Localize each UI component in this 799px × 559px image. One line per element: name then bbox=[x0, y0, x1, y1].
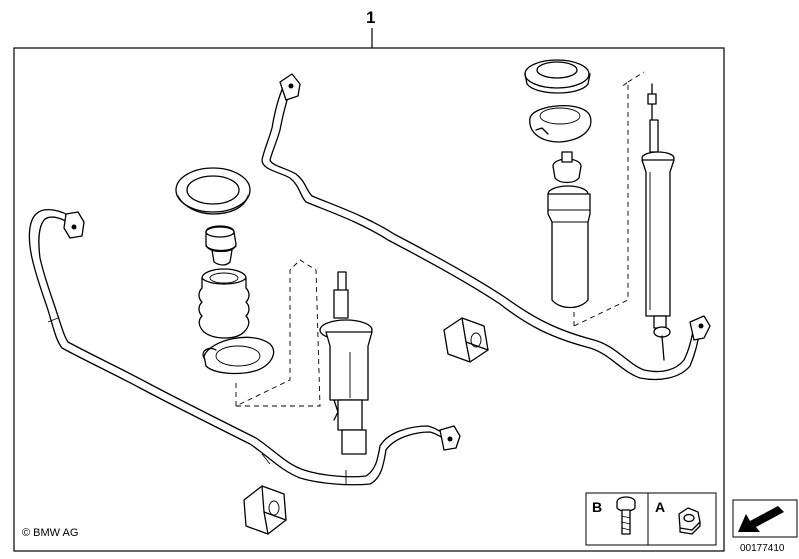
diagram-frame bbox=[13, 47, 725, 552]
front-top-mount-ring[interactable] bbox=[175, 167, 251, 215]
rear-dust-boot[interactable] bbox=[547, 185, 591, 309]
stabilizer-bushing-front[interactable] bbox=[243, 485, 287, 535]
front-stabilizer-bar[interactable] bbox=[28, 208, 461, 486]
bar-end-hole bbox=[698, 323, 704, 329]
front-lower-spring-seat[interactable] bbox=[202, 336, 275, 375]
rear-spring-pad[interactable] bbox=[529, 105, 592, 143]
bar-end-hole bbox=[71, 224, 77, 230]
front-strut-dashed-outline bbox=[235, 259, 321, 407]
hex-nut-icon[interactable] bbox=[678, 507, 701, 535]
diagram-id: 00177410 bbox=[740, 543, 785, 554]
front-dust-boot[interactable] bbox=[198, 268, 250, 339]
front-shock-strut[interactable] bbox=[319, 271, 373, 455]
front-bump-stop[interactable] bbox=[205, 225, 237, 266]
legend-label-b[interactable]: B bbox=[592, 499, 602, 515]
assembly-number[interactable]: 1 bbox=[366, 8, 375, 27]
bolt-icon[interactable] bbox=[616, 496, 636, 535]
rear-top-mount[interactable] bbox=[524, 59, 591, 94]
rear-bump-cap[interactable] bbox=[552, 151, 582, 184]
rear-shock-absorber[interactable] bbox=[641, 83, 675, 361]
fastener-legend: B A bbox=[585, 492, 717, 546]
rear-stabilizer-bar[interactable] bbox=[261, 73, 711, 381]
stabilizer-bushing-rear[interactable] bbox=[443, 317, 489, 363]
bar-end-hole bbox=[447, 436, 453, 442]
copyright-text: © BMW AG bbox=[22, 527, 78, 539]
arrow-corner-icon[interactable] bbox=[732, 499, 798, 538]
legend-label-a[interactable]: A bbox=[655, 499, 665, 515]
bar-end-hole bbox=[288, 83, 294, 89]
